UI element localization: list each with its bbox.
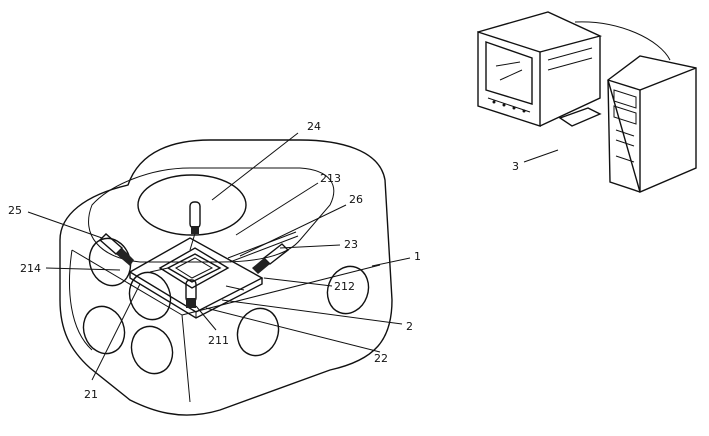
rounded-cube xyxy=(59,139,393,416)
label-25: 25 xyxy=(8,204,22,217)
label-3: 3 xyxy=(512,160,519,173)
label-23: 23 xyxy=(344,238,358,251)
label-21: 21 xyxy=(84,388,98,401)
label-211: 211 xyxy=(208,334,229,347)
sensor-24 xyxy=(189,201,201,234)
label-24: 24 xyxy=(307,120,321,133)
labels: 24 213 26 25 23 214 1 212 2 211 22 21 3 xyxy=(8,120,519,401)
tower xyxy=(607,55,697,193)
monitor xyxy=(477,11,603,127)
label-22: 22 xyxy=(374,352,388,365)
label-214: 214 xyxy=(20,262,41,275)
computer-group xyxy=(477,11,697,193)
sensor-platform xyxy=(128,229,299,319)
label-212: 212 xyxy=(334,280,355,293)
cable xyxy=(574,21,671,61)
sensor-25 xyxy=(98,233,134,266)
label-26: 26 xyxy=(349,193,363,206)
sensor-211 xyxy=(185,279,197,308)
leader-lines xyxy=(27,132,559,381)
label-213: 213 xyxy=(320,172,341,185)
label-1: 1 xyxy=(414,250,421,263)
label-2: 2 xyxy=(406,320,413,333)
